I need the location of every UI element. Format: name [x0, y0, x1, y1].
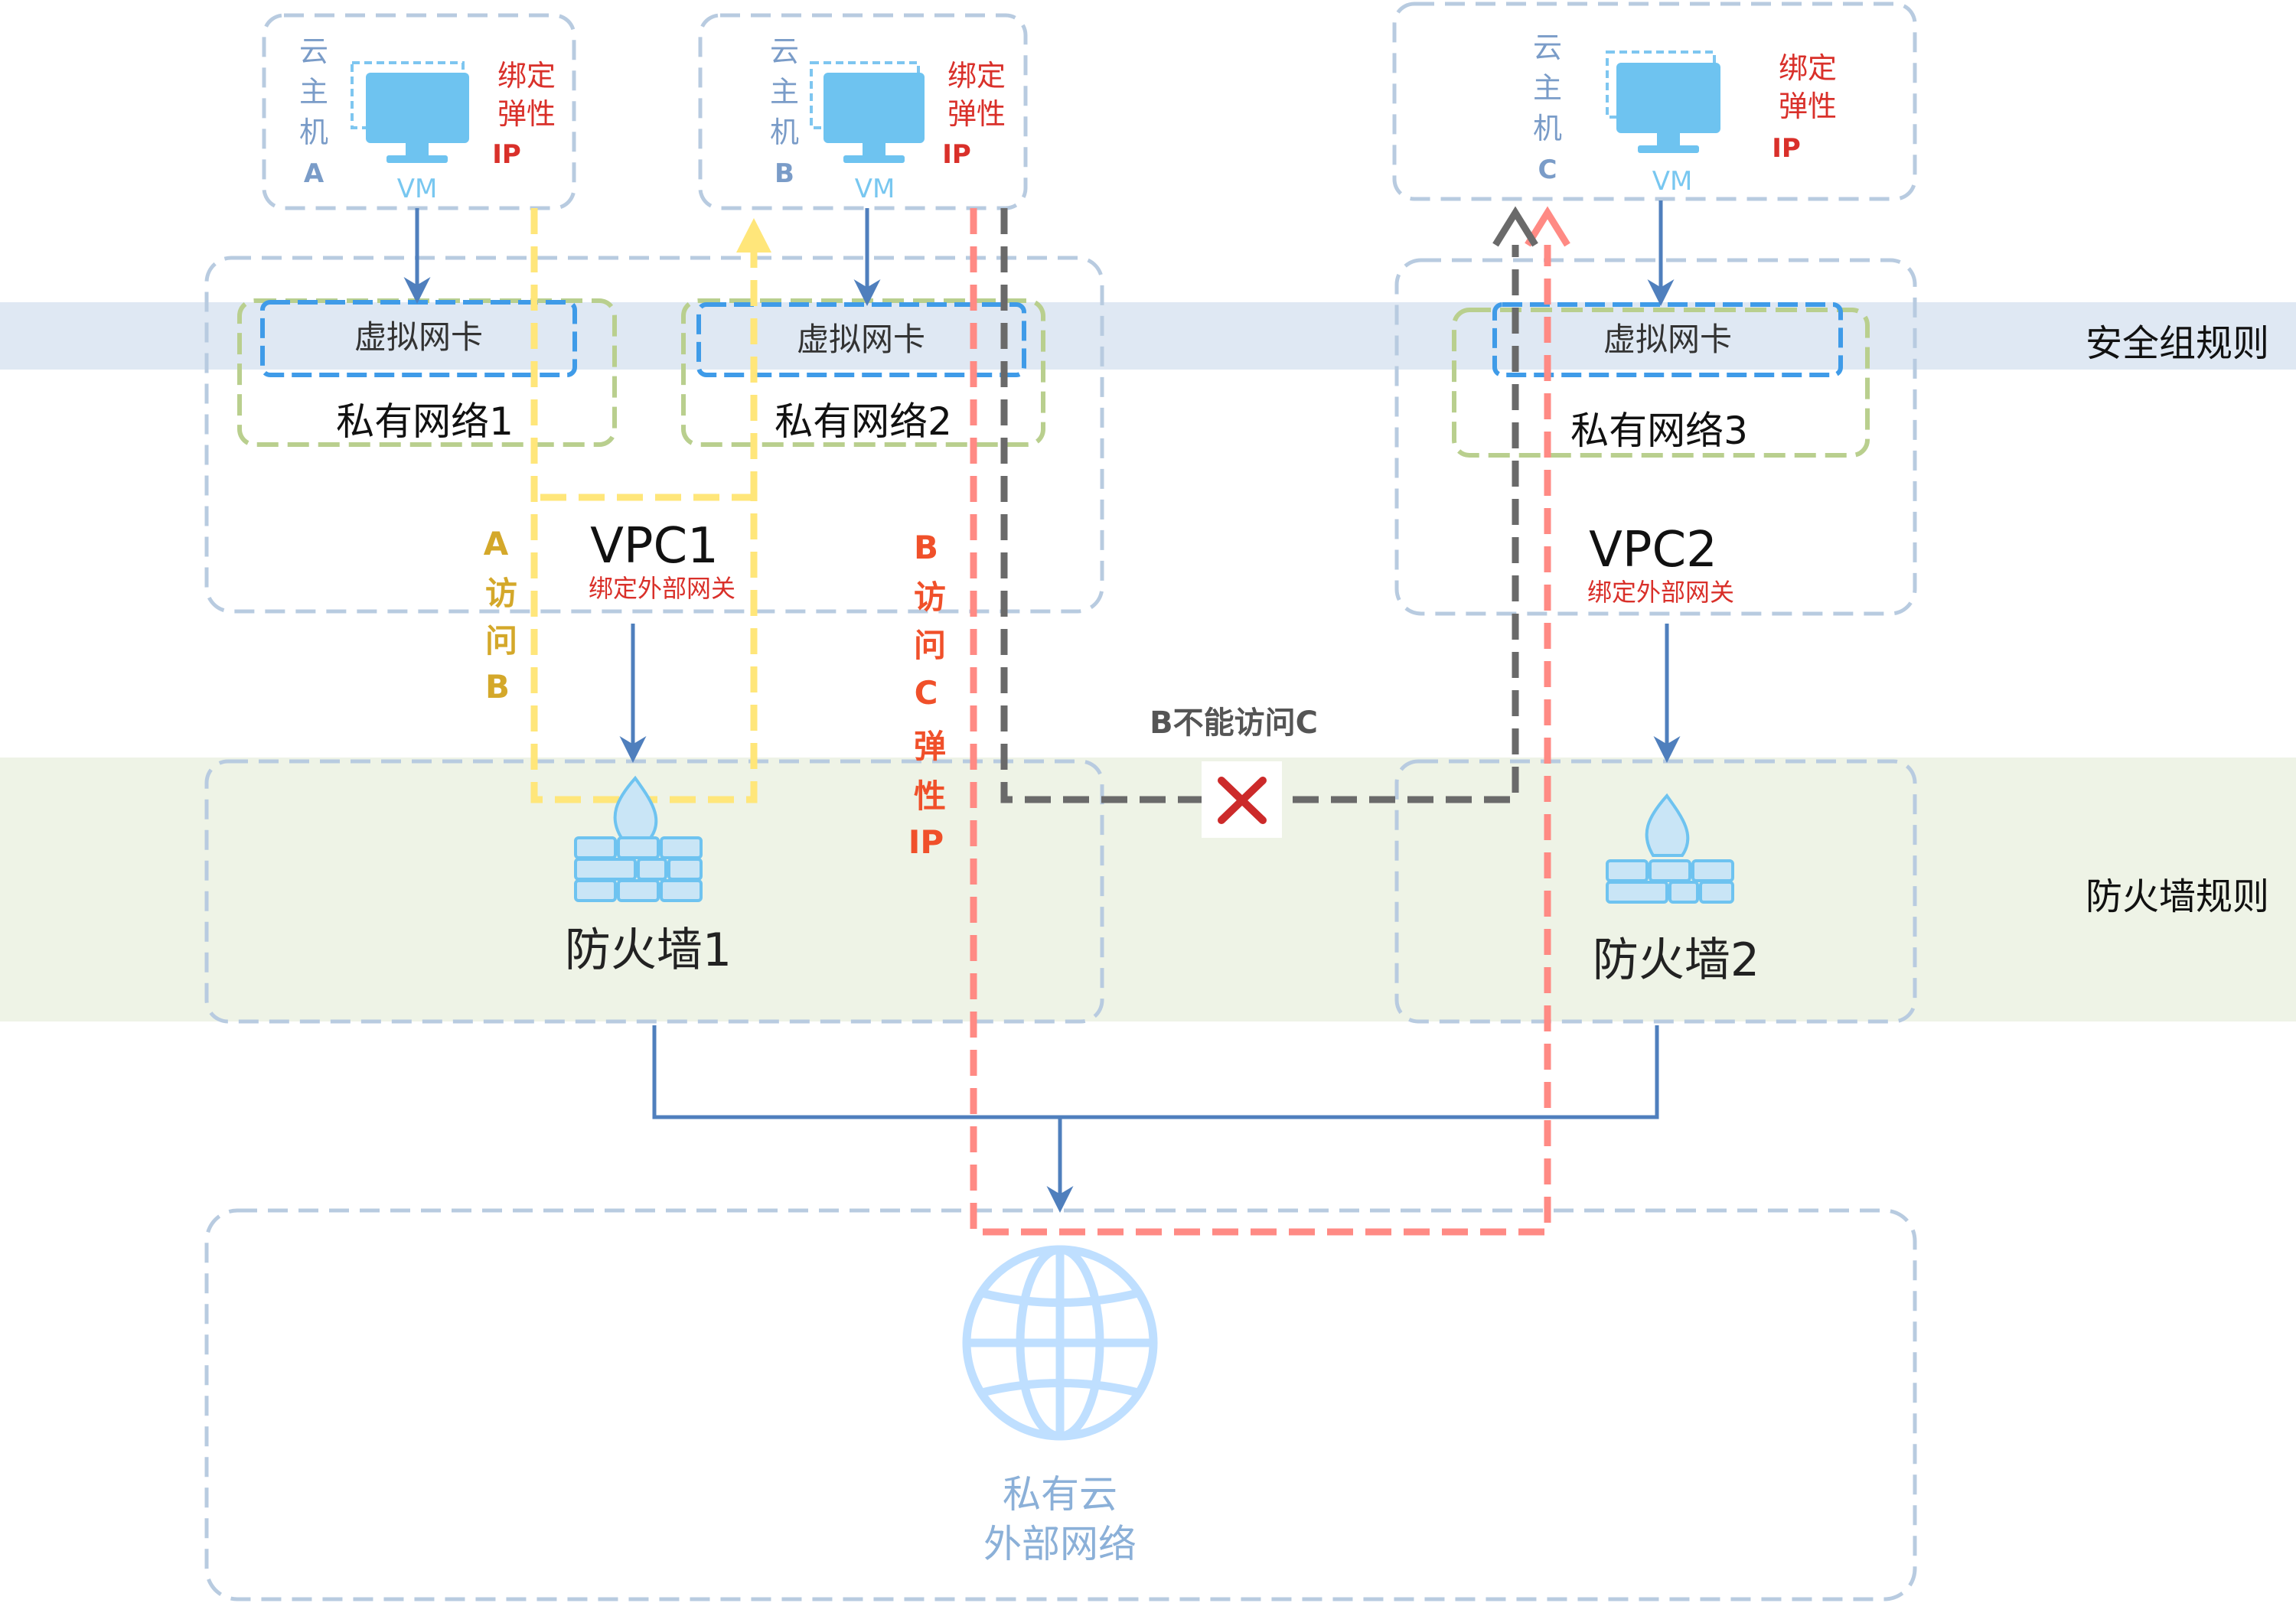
host-c-eip-1: 弹性: [1779, 90, 1837, 123]
monitor-icon: [351, 61, 469, 163]
private-network-3-box: [1452, 308, 1870, 458]
path-b-to-c-char-6: IP: [908, 823, 944, 861]
host-c-eip-0: 绑定: [1779, 51, 1837, 85]
vpc1-name: VPC1: [590, 518, 719, 575]
path-b-to-c-char-5: 性: [914, 777, 946, 815]
host-b-label-2: 机: [770, 116, 799, 149]
host-c-vm-label: VM: [1652, 166, 1693, 197]
host-a-eip-0: 绑定: [497, 59, 556, 93]
host-b-eip-0: 绑定: [947, 59, 1006, 93]
host-c-label-2: 机: [1533, 112, 1562, 145]
path-b-to-c-char-1: 访: [914, 578, 946, 616]
vpc1-gateway: 绑定外部网关: [589, 574, 735, 603]
host-b-label-3: B: [775, 158, 794, 189]
host-c-container: [1392, 2, 1917, 201]
firewall-rule-label: 防火墙规则: [2086, 875, 2269, 918]
host-c-label-3: C: [1538, 155, 1557, 185]
firewall1-label: 防火墙1: [565, 924, 732, 977]
close-icon: [1218, 777, 1267, 824]
vnic-a-label: 虚拟网卡: [354, 318, 483, 356]
host-b-label-1: 主: [770, 75, 799, 109]
security-group-rule-label: 安全组规则: [2086, 322, 2269, 365]
host-c-eip-2: IP: [1772, 133, 1801, 164]
host-a-label-2: 机: [299, 116, 328, 149]
vnic-c-label: 虚拟网卡: [1603, 321, 1732, 358]
host-c-label-0: 云: [1533, 31, 1562, 64]
external-network-container: [204, 1208, 1917, 1601]
external-network-line1: 私有云: [1003, 1472, 1117, 1517]
path-b-to-c-eip: [970, 208, 1551, 1236]
host-b-eip-2: IP: [942, 139, 971, 170]
private-network-3-label: 私有网络3: [1570, 409, 1748, 453]
path-b-to-c-char-3: C: [915, 674, 938, 712]
firewall-icon: [1606, 793, 1734, 904]
host-b-label-0: 云: [770, 34, 799, 68]
security-group-band: [0, 302, 2296, 370]
host-c: 云 主 机 C VM 绑定 弹性 IP: [1533, 31, 1837, 197]
firewall-icon: [574, 775, 703, 902]
firewall2-label: 防火墙2: [1593, 933, 1760, 987]
host-a: 云 主 机 A VM 绑定 弹性 IP: [299, 34, 556, 204]
vpc2-container: [1394, 258, 1917, 616]
path-b-to-c-label: B 访 问 C 弹 性 IP: [908, 529, 946, 861]
private-network-1-label: 私有网络1: [336, 399, 514, 444]
monitor-icon: [1606, 51, 1720, 153]
host-b-container: [698, 13, 1028, 210]
path-a-to-b: [530, 208, 758, 803]
monitor-icon: [810, 61, 925, 163]
host-b-eip-1: 弹性: [947, 97, 1006, 131]
uplink-connector: [652, 1025, 1659, 1119]
path-b-to-c-char-0: B: [914, 529, 938, 566]
host-a-label-3: A: [304, 158, 325, 189]
path-a-to-b-char-1: 访: [485, 575, 517, 612]
path-a-to-b-arrowhead: [736, 218, 771, 253]
path-b-to-c-arrowhead: [1525, 206, 1570, 247]
path-a-to-b-char-3: B: [485, 668, 510, 705]
path-b-to-c-blocked-arrowhead: [1492, 206, 1538, 247]
host-a-eip-1: 弹性: [497, 97, 556, 131]
host-a-label-0: 云: [299, 34, 328, 68]
path-a-to-b-char-2: 问: [485, 622, 517, 660]
firewall1-container: [204, 759, 1104, 1024]
path-a-to-b-char-0: A: [484, 525, 509, 562]
b-cannot-access-c-label: B不能访问C: [1150, 705, 1318, 741]
external-network-line2: 外部网络: [983, 1522, 1137, 1566]
host-a-vm-label: VM: [397, 174, 438, 204]
vpc2-name: VPC2: [1589, 522, 1717, 578]
vnic-b-label: 虚拟网卡: [797, 321, 925, 358]
private-network-2-label: 私有网络2: [775, 399, 952, 444]
host-a-label-1: 主: [299, 75, 328, 109]
host-b-vm-label: VM: [855, 174, 895, 204]
path-b-to-c-char-4: 弹: [914, 728, 946, 765]
globe-icon: [962, 1245, 1158, 1441]
vpc2-gateway: 绑定外部网关: [1587, 578, 1734, 607]
host-c-label-1: 主: [1533, 71, 1562, 105]
firewall2-container: [1394, 759, 1917, 1024]
path-b-to-c-char-2: 问: [914, 627, 946, 664]
host-a-eip-2: IP: [492, 139, 521, 170]
path-a-to-b-label: A 访 问 B: [484, 525, 517, 705]
host-b: 云 主 机 B VM 绑定 弹性 IP: [770, 34, 1006, 204]
